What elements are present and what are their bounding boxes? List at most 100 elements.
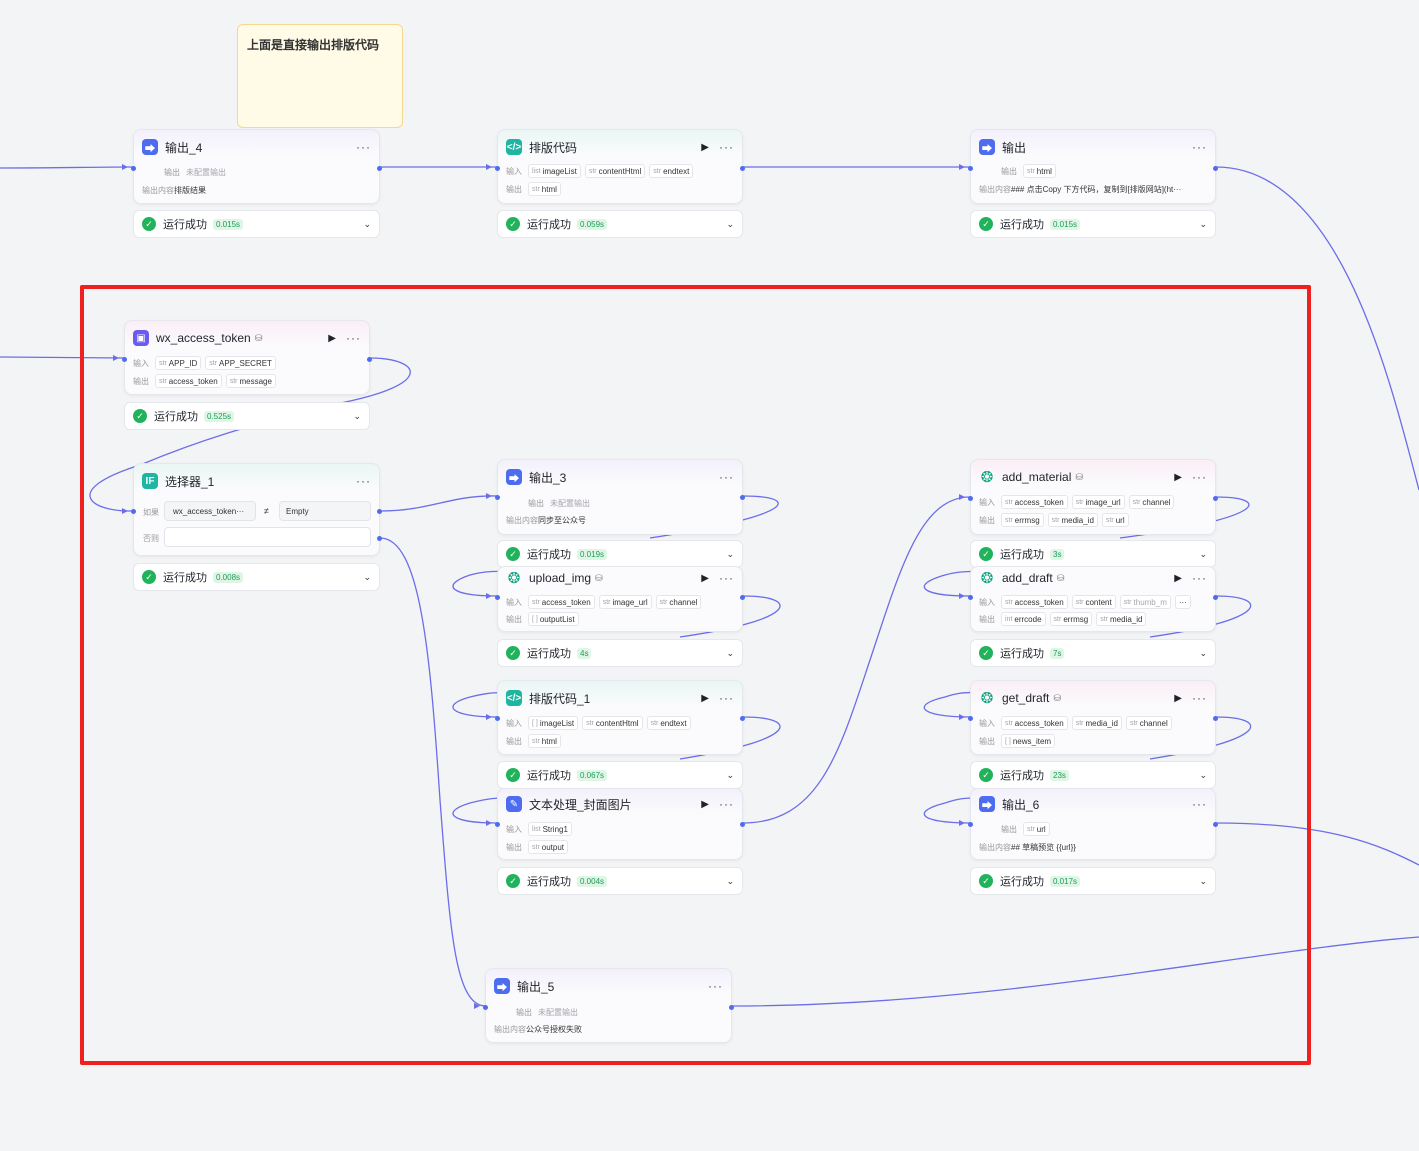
input-port[interactable] [131, 166, 136, 171]
more-menu-icon[interactable]: ··· [1192, 571, 1207, 585]
input-port[interactable] [968, 595, 973, 600]
output-port[interactable] [377, 166, 382, 171]
node-output-5[interactable]: ⮕输出_5··· 输出未配置输出 输出内容公众号授权失败 [483, 968, 734, 1043]
run-icon[interactable]: ▶ [701, 141, 709, 153]
output-port[interactable] [1213, 166, 1218, 171]
run-icon[interactable]: ▶ [701, 798, 709, 810]
output-port[interactable] [1213, 595, 1218, 600]
chevron-down-icon[interactable]: ⌄ [726, 875, 734, 886]
more-menu-icon[interactable]: ··· [719, 797, 734, 811]
output-port[interactable] [729, 1005, 734, 1010]
run-icon[interactable]: ▶ [701, 692, 709, 704]
chevron-down-icon[interactable]: ⌄ [726, 218, 734, 229]
more-menu-icon[interactable]: ··· [346, 331, 361, 345]
output-port[interactable] [1213, 496, 1218, 501]
input-port[interactable] [131, 509, 136, 514]
output-port[interactable] [740, 822, 745, 827]
output-port[interactable] [367, 357, 372, 362]
more-menu-icon[interactable]: ··· [356, 474, 371, 488]
chevron-down-icon[interactable]: ⌄ [363, 571, 371, 582]
chevron-down-icon[interactable]: ⌄ [726, 769, 734, 780]
chevron-down-icon[interactable]: ⌄ [1199, 769, 1207, 780]
output-port[interactable] [740, 166, 745, 171]
else-branch-box[interactable] [164, 527, 371, 547]
run-icon[interactable]: ▶ [1174, 471, 1182, 483]
run-icon[interactable]: ▶ [701, 572, 709, 584]
output-port[interactable] [740, 595, 745, 600]
chevron-down-icon[interactable]: ⌄ [726, 548, 734, 559]
openai-icon: ❂ [980, 570, 994, 587]
input-port[interactable] [495, 595, 500, 600]
else-output-port[interactable] [377, 536, 382, 541]
chevron-down-icon[interactable]: ⌄ [726, 647, 734, 658]
sticky-note[interactable]: 上面是直接输出排版代码 [237, 24, 403, 128]
more-menu-icon[interactable]: ··· [708, 979, 723, 993]
more-menu-icon[interactable]: ··· [1192, 140, 1207, 154]
more-menu-icon[interactable]: ··· [719, 571, 734, 585]
input-port[interactable] [483, 1005, 488, 1010]
more-menu-icon[interactable]: ··· [1192, 691, 1207, 705]
input-port[interactable] [495, 166, 500, 171]
input-port[interactable] [495, 716, 500, 721]
output-port[interactable] [1213, 716, 1218, 721]
condition-variable[interactable]: wx_access_token··· [164, 501, 256, 521]
run-icon[interactable]: ▶ [1174, 572, 1182, 584]
node-output-4[interactable]: ⮕输出_4··· 输出未配置输出 输出内容排版结果 [131, 129, 382, 204]
chevron-down-icon[interactable]: ⌄ [363, 218, 371, 229]
chevron-down-icon[interactable]: ⌄ [1199, 548, 1207, 559]
chevron-down-icon[interactable]: ⌄ [1199, 218, 1207, 229]
input-port[interactable] [968, 496, 973, 501]
node-output-3[interactable]: ⮕输出_3··· 输出未配置输出 输出内容同步至公众号 [495, 459, 745, 535]
chevron-down-icon[interactable]: ⌄ [353, 410, 361, 421]
more-menu-icon[interactable]: ··· [719, 691, 734, 705]
more-menu-icon[interactable]: ··· [719, 470, 734, 484]
output-port[interactable] [740, 495, 745, 500]
more-menu-icon[interactable]: ··· [356, 140, 371, 154]
more-menu-icon[interactable]: ··· [1192, 470, 1207, 484]
if-output-port[interactable] [377, 509, 382, 514]
run-icon[interactable]: ▶ [328, 332, 336, 344]
run-icon[interactable]: ▶ [1174, 692, 1182, 704]
input-port[interactable] [968, 822, 973, 827]
input-port[interactable] [122, 357, 127, 362]
success-check-icon: ✓ [506, 768, 520, 782]
more-menu-icon[interactable]: ··· [1192, 797, 1207, 811]
more-menu-icon[interactable]: ··· [719, 140, 734, 154]
more-params-icon[interactable]: ··· [1174, 595, 1191, 609]
input-port[interactable] [495, 822, 500, 827]
output-port[interactable] [1213, 822, 1218, 827]
input-port[interactable] [495, 495, 500, 500]
output-port[interactable] [740, 716, 745, 721]
input-port[interactable] [968, 166, 973, 171]
chevron-down-icon[interactable]: ⌄ [1199, 647, 1207, 658]
chevron-down-icon[interactable]: ⌄ [1199, 875, 1207, 886]
input-port[interactable] [968, 716, 973, 721]
condition-value[interactable]: Empty [279, 501, 371, 521]
